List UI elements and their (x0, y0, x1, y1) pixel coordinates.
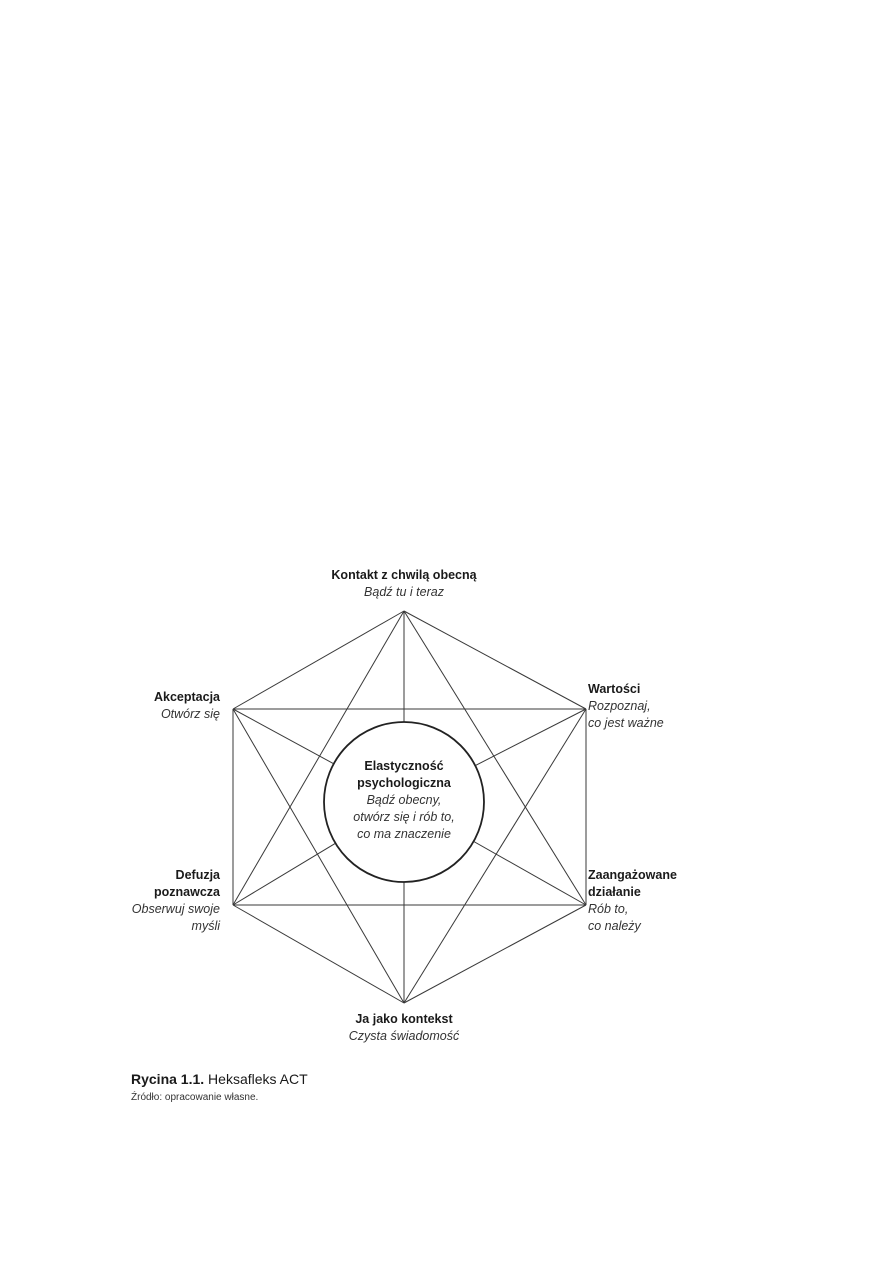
node-top-sub: Bądź tu i teraz (364, 585, 444, 599)
node-upper-right-label: Wartości Rozpoznaj, co jest ważne (588, 681, 738, 732)
node-lower-left-title-line1: Defuzja (175, 868, 220, 882)
figure-source: Źródło: opracowanie własne. (131, 1092, 259, 1103)
node-upper-left-sub: Otwórz się (160, 707, 220, 721)
hex-edge-bottom-lower-left (232, 904, 405, 1004)
node-lower-right-sub-line2: co należy (588, 919, 641, 933)
node-upper-right-sub-line2: co jest ważne (588, 716, 664, 730)
center-circle (323, 721, 485, 883)
center-sub-line3: co ma znaczenie (357, 827, 451, 841)
node-lower-right-label: Zaangażowane działanie Rób to, co należy (588, 867, 738, 935)
figure-caption: Rycina 1.1. Heksafleks ACT (131, 1071, 308, 1087)
node-bottom-label: Ja jako kontekst Czysta świadomość (304, 1011, 504, 1045)
node-lower-right-title-line1: Zaangażowane (588, 868, 677, 882)
node-lower-left-title-line2: poznawcza (154, 885, 220, 899)
node-top-label: Kontakt z chwilą obecną Bądź tu i teraz (304, 567, 504, 601)
star-line-bottom-upper-right (403, 708, 587, 1004)
star-line-upper-left-bottom (232, 708, 405, 1004)
node-lower-left-sub-line2: myśli (191, 919, 220, 933)
node-bottom-title: Ja jako kontekst (355, 1012, 453, 1026)
node-upper-left-label: Akceptacja Otwórz się (95, 689, 220, 723)
center-title-line1: Elastyczność (364, 759, 444, 773)
center-sub-line1: Bądź obecny, (366, 793, 442, 807)
node-upper-right-sub-line1: Rozpoznaj, (588, 699, 651, 713)
caption-text: Heksafleks ACT (208, 1071, 308, 1087)
hex-edge-lower-right-bottom (403, 904, 587, 1004)
node-lower-right-sub-line1: Rób to, (588, 902, 629, 916)
hex-edge-upper-left-top (232, 610, 405, 710)
caption-label: Rycina 1.1. (131, 1071, 205, 1087)
node-upper-right-title: Wartości (588, 682, 641, 696)
star-line-lower-left-top (232, 610, 405, 906)
node-lower-right-title-line2: działanie (588, 885, 641, 899)
star-line-top-lower-right (403, 610, 587, 906)
center-sub-line2: otwórz się i rób to, (353, 810, 455, 824)
node-top-title: Kontakt z chwilą obecną (331, 568, 477, 582)
node-upper-left-title: Akceptacja (153, 690, 220, 704)
node-lower-left-label: Defuzja poznawcza Obserwuj swoje myśli (95, 867, 220, 935)
hex-edge-top-upper-right (403, 610, 587, 710)
node-lower-left-sub-line1: Obserwuj swoje (131, 902, 220, 916)
center-label: Elastyczność psychologiczna Bądź obecny,… (333, 758, 475, 843)
node-bottom-sub: Czysta świadomość (348, 1029, 460, 1043)
center-title-line2: psychologiczna (357, 776, 451, 790)
